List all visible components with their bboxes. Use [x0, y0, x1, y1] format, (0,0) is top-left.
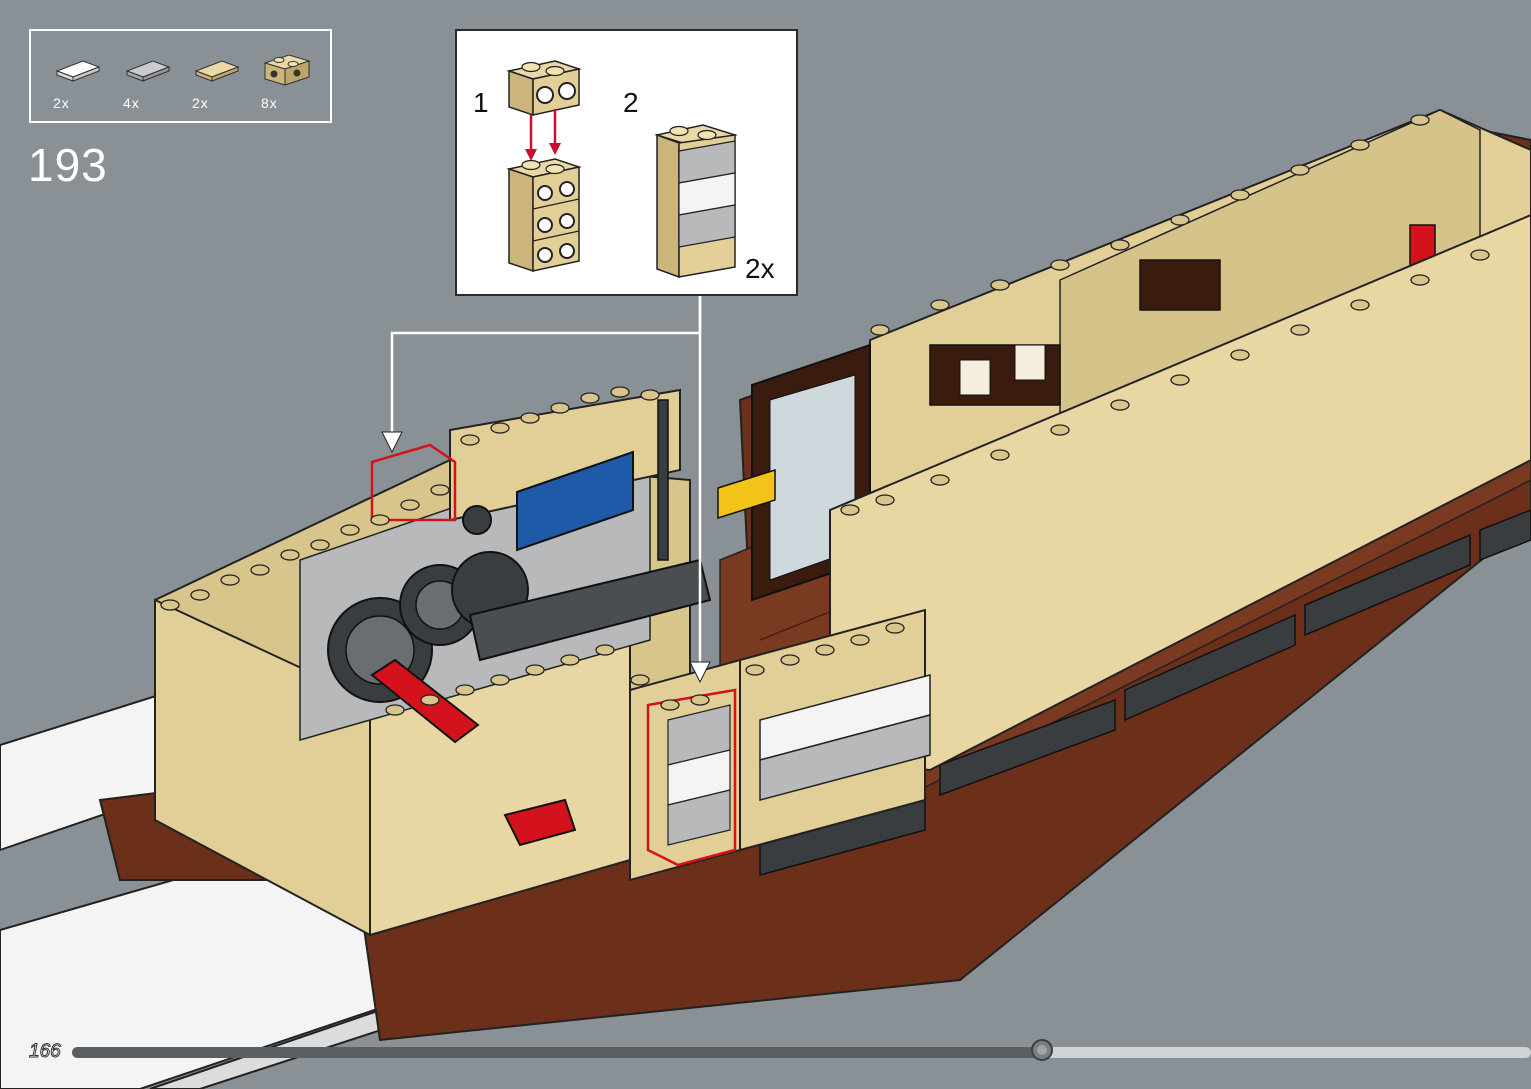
progress-fill — [72, 1047, 1042, 1058]
page-number: 166 — [29, 1041, 61, 1063]
sub-assembly-callout: 1 2 2x — [455, 29, 798, 296]
tiled-column-icon — [657, 125, 735, 277]
callout-illustration — [457, 31, 797, 296]
tan-brick-icon — [509, 61, 579, 115]
progress-knob[interactable] — [1031, 1039, 1053, 1061]
progress-bar — [72, 1047, 1531, 1058]
tan-brick-stack-icon — [509, 159, 579, 271]
